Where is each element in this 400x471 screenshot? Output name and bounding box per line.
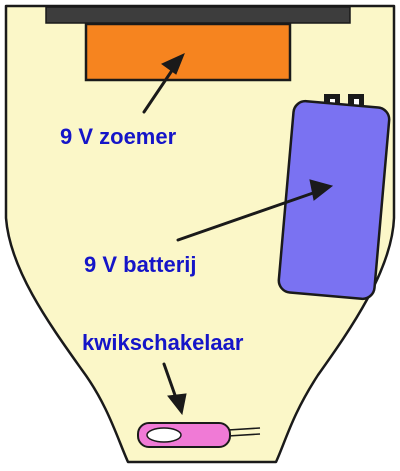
mercury-switch-arrow	[162, 362, 178, 400]
mercury-switch-label: kwikschakelaar	[82, 330, 244, 355]
battery-component	[277, 99, 391, 301]
buzzer-component	[84, 22, 292, 82]
lid-strip	[45, 6, 351, 24]
battery-arrowhead	[309, 179, 334, 201]
buzzer-arrowhead	[161, 53, 185, 75]
battery-label: 9 V batterij	[84, 252, 196, 277]
mercury-switch-arrowhead	[167, 393, 187, 416]
buzzer-arrow	[142, 64, 177, 114]
arrows	[142, 53, 334, 416]
mercury-switch-component	[137, 422, 261, 448]
battery-arrow	[176, 190, 318, 242]
buzzer-label: 9 V zoemer	[60, 124, 177, 149]
